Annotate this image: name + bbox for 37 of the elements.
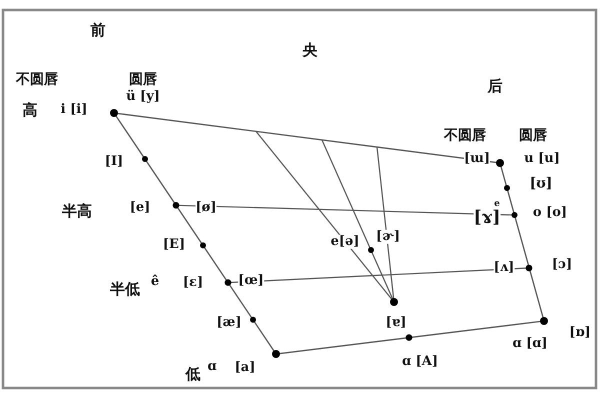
- vowel-label: [ø]: [196, 200, 216, 216]
- vowel-label: [œ]: [238, 274, 264, 288]
- vowel-label: [ʌ]: [494, 260, 514, 276]
- position-label: 央: [302, 42, 318, 58]
- vowel-label: [I]: [104, 154, 124, 170]
- rounding-label: 圆唇: [129, 72, 157, 88]
- vowel-label: [æ]: [216, 316, 242, 330]
- rounding-label: 不圆唇: [444, 128, 486, 144]
- vowel-label: [ʊ]: [530, 176, 552, 192]
- vowel-label: [ɐ]: [386, 316, 406, 330]
- vowel-label: ɑ [A]: [402, 354, 438, 370]
- vowel-label: o [o]: [532, 206, 568, 220]
- vowel-label: [a]: [234, 360, 256, 376]
- rounding-label: 不圆唇: [16, 72, 58, 88]
- vowel-label: [ɒ]: [569, 326, 591, 340]
- height-label: 半高: [62, 202, 92, 220]
- vowel-label: [ɯ]: [464, 152, 490, 166]
- vowel-label: [e]: [130, 200, 150, 216]
- vowel-label: [ɛ]: [182, 276, 204, 290]
- height-label: 半低: [110, 280, 140, 298]
- vowel-label: [ɚ]: [376, 230, 400, 244]
- vowel-label: [ɔ]: [552, 258, 572, 272]
- pinyin-label: ê: [150, 274, 160, 290]
- pinyin-label: e: [494, 200, 500, 210]
- vowel-label: [E]: [162, 238, 186, 252]
- vowel-label: e[ə]: [330, 234, 360, 250]
- position-label: 后: [488, 78, 502, 94]
- vowel-label: [ɤ]: [474, 208, 500, 228]
- position-label: 前: [90, 22, 106, 38]
- vowel-label: ü [y]: [126, 90, 160, 104]
- rounding-label: 圆唇: [519, 128, 547, 144]
- height-label: 低: [186, 366, 200, 382]
- vowel-label: ɑ [ɑ]: [512, 336, 548, 352]
- height-label: 高: [22, 102, 38, 118]
- vowel-label: i [i]: [60, 102, 88, 118]
- vowel-label: u [u]: [524, 152, 560, 166]
- pinyin-label: ɑ: [207, 360, 217, 374]
